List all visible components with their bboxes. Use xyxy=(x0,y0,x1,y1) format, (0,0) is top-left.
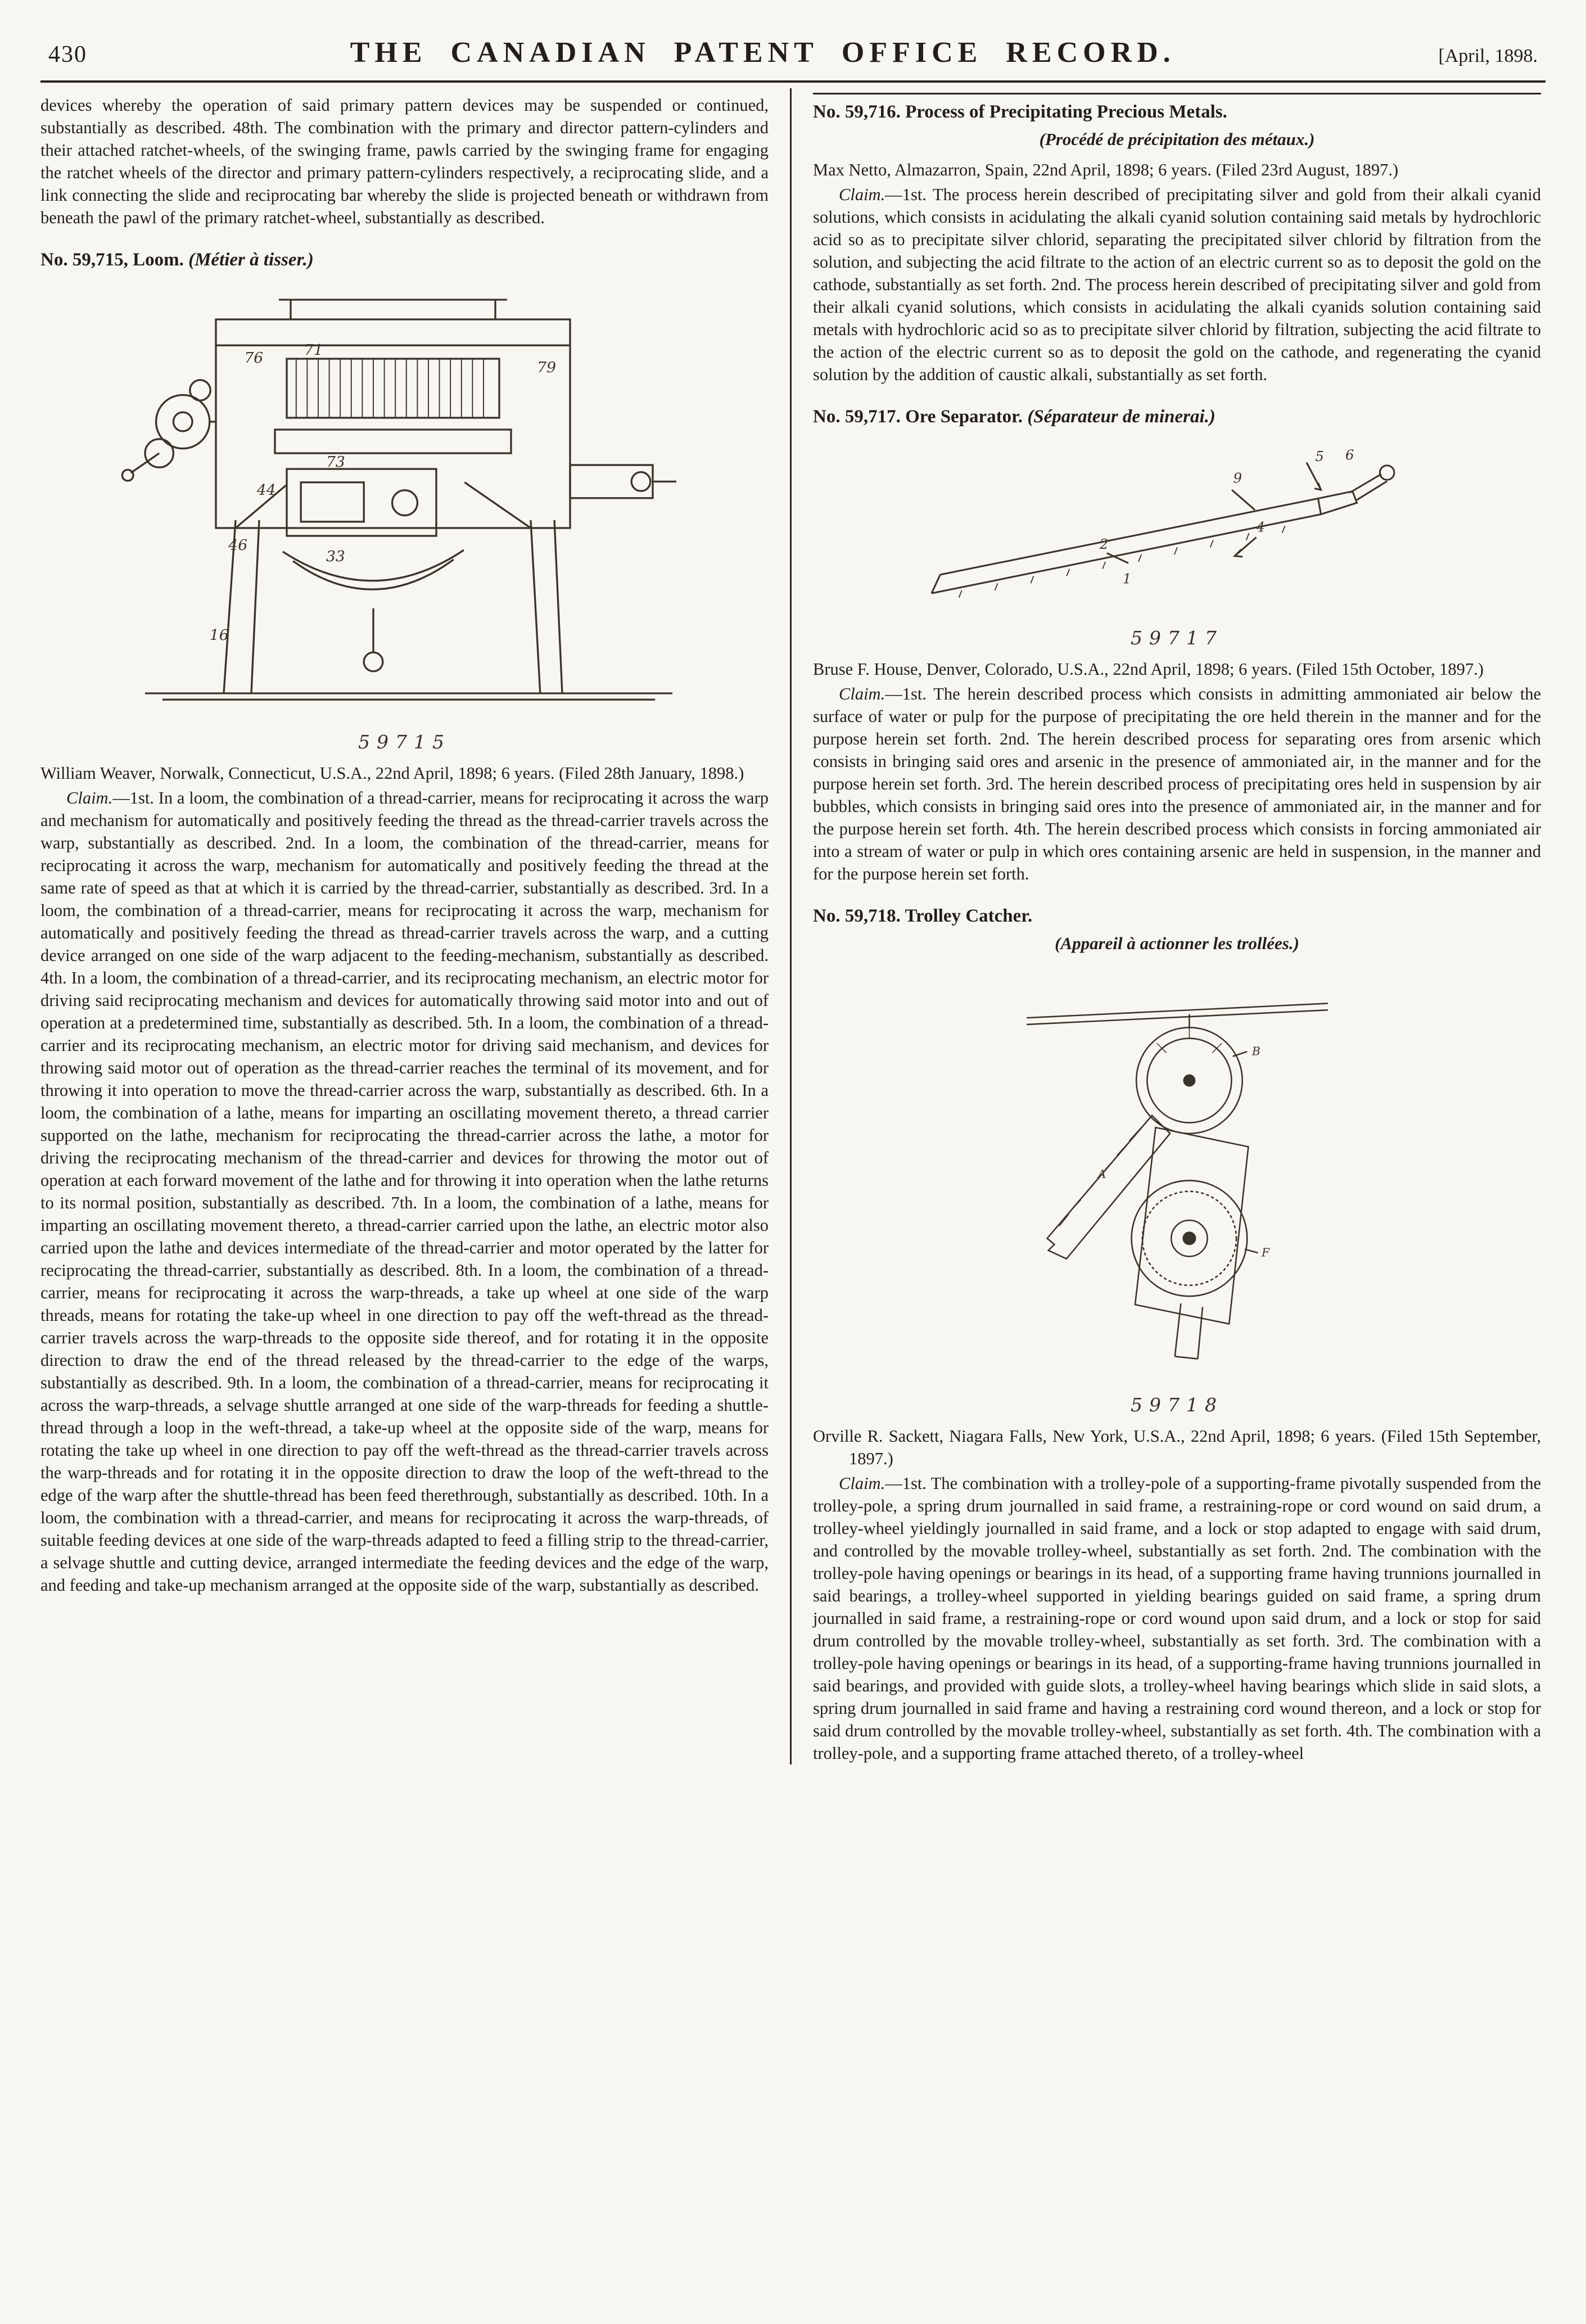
patent-number-title: No. 59,718. Trolley Catcher. xyxy=(813,906,1033,926)
loom-label-46: 46 xyxy=(228,536,247,554)
patent-number-title: No. 59,715, Loom. xyxy=(40,250,184,270)
trolley-catcher-drawing: B A F xyxy=(1026,1003,1328,1360)
header-rule xyxy=(40,80,1546,83)
patent-59717: No. 59,717. Ore Separator. (Séparateur d… xyxy=(813,405,1541,885)
separator-label-5: 5 xyxy=(1315,448,1323,464)
inventor-line-59718: Orville R. Sackett, Niagara Falls, New Y… xyxy=(813,1427,1541,1468)
inventor-line-59716: Max Netto, Almazarron, Spain, 22nd April… xyxy=(813,160,1399,179)
loom-label-33: 33 xyxy=(326,548,345,565)
claim-label: Claim. xyxy=(839,1474,885,1493)
separator-label-9: 9 xyxy=(1233,470,1241,486)
inventor-line-59715: William Weaver, Norwalk, Connecticut, U.… xyxy=(40,764,744,783)
patent-heading-59716: No. 59,716. Process of Precipitating Pre… xyxy=(813,100,1541,124)
right-column: No. 59,716. Process of Precipitating Pre… xyxy=(813,88,1541,1765)
trolley-label-F: F xyxy=(1261,1246,1270,1259)
loom-label-76: 76 xyxy=(244,349,263,367)
ore-separator-figure: 9 5 6 2 1 4 59717 xyxy=(813,441,1541,649)
ore-separator-figure-caption: 59717 xyxy=(1131,627,1223,649)
loom-figure: 76 71 79 73 44 46 16 33 59715 xyxy=(40,284,769,753)
claim-paragraph-59715: Claim.—1st. In a loom, the combination o… xyxy=(40,787,769,1596)
claim-text: —1st. In a loom, the combination of a th… xyxy=(40,788,769,1595)
loom-label-16: 16 xyxy=(209,626,228,644)
patent-heading-59715: No. 59,715, Loom. (Métier à tisser.) xyxy=(40,248,769,272)
patent-59718: No. 59,718. Trolley Catcher. (Appareil à… xyxy=(813,904,1541,1765)
page-number: 430 xyxy=(48,42,87,67)
patent-59715: No. 59,715, Loom. (Métier à tisser.) xyxy=(40,248,769,1596)
separator-label-6: 6 xyxy=(1345,447,1354,463)
claim-paragraph-59718: Claim.—1st. The combination with a troll… xyxy=(813,1472,1541,1765)
column-divider-rule xyxy=(790,88,792,1765)
trolley-catcher-figure-caption: 59718 xyxy=(1131,1394,1223,1416)
trolley-catcher-figure: B A F 59718 xyxy=(813,966,1541,1416)
separator-label-4: 4 xyxy=(1255,518,1264,535)
patent-heading-59718: No. 59,718. Trolley Catcher. xyxy=(813,904,1541,928)
claim-text: —1st. The combination with a trolley-pol… xyxy=(813,1474,1541,1763)
patent-heading-59717: No. 59,717. Ore Separator. (Séparateur d… xyxy=(813,405,1541,428)
patent-number-title: No. 59,716. Process of Precipitating Pre… xyxy=(813,102,1227,122)
claim-text: —1st. The herein described process which… xyxy=(813,684,1541,883)
claim-label: Claim. xyxy=(839,684,885,703)
separator-label-2: 2 xyxy=(1099,536,1108,552)
claim-label: Claim. xyxy=(839,185,885,204)
loom-label-73: 73 xyxy=(326,453,345,471)
issue-date: [April, 1898. xyxy=(1438,46,1538,66)
ore-separator-drawing: 9 5 6 2 1 4 xyxy=(930,447,1395,598)
masthead-title: THE CANADIAN PATENT OFFICE RECORD. xyxy=(350,37,1176,69)
loom-drawing: 76 71 79 73 44 46 16 33 xyxy=(121,299,676,701)
loom-label-44: 44 xyxy=(256,481,275,499)
inventor-line-59717: Bruse F. House, Denver, Colorado, U.S.A.… xyxy=(813,660,1484,679)
trolley-label-A: A xyxy=(1096,1167,1106,1181)
patent-title-french: (Métier à tisser.) xyxy=(188,250,314,270)
loom-label-79: 79 xyxy=(537,359,556,376)
page-header: 430 THE CANADIAN PATENT OFFICE RECORD. [… xyxy=(40,26,1546,80)
patent-title-french: (Séparateur de minerai.) xyxy=(1027,407,1216,427)
left-column: devices whereby the operation of said pr… xyxy=(40,88,769,1765)
claim-paragraph-59717: Claim.—1st. The herein described process… xyxy=(813,683,1541,885)
loom-figure-caption: 59715 xyxy=(358,731,451,753)
trolley-label-B: B xyxy=(1251,1045,1260,1058)
separator-label-1: 1 xyxy=(1122,570,1131,586)
patent-title-french-59718: (Appareil à actionner les trollées.) xyxy=(1055,933,1299,953)
claim-paragraph-59716: Claim.—1st. The process herein described… xyxy=(813,183,1541,386)
continuation-paragraph: devices whereby the operation of said pr… xyxy=(40,96,769,227)
claim-label: Claim. xyxy=(66,788,113,807)
two-column-body: devices whereby the operation of said pr… xyxy=(40,88,1546,1765)
patent-title-french-59716: (Procédé de précipitation des métaux.) xyxy=(1039,129,1315,149)
loom-label-71: 71 xyxy=(304,341,323,359)
claim-text: —1st. The process herein described of pr… xyxy=(813,185,1541,384)
patent-number-title: No. 59,717. Ore Separator. xyxy=(813,407,1023,427)
patent-59716: No. 59,716. Process of Precipitating Pre… xyxy=(813,100,1541,386)
column-top-rule xyxy=(813,93,1541,94)
